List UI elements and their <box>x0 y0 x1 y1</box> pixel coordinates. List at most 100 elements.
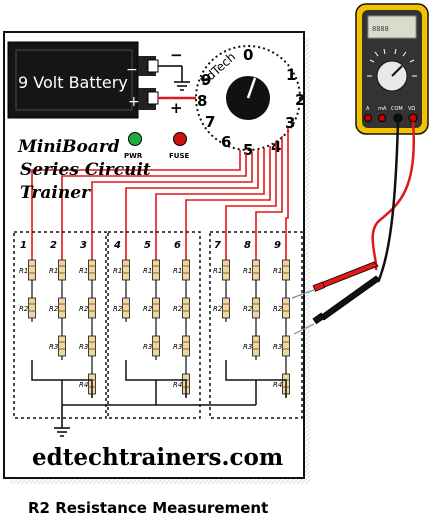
resistor-label: R1 <box>19 267 28 275</box>
meter-jack-com-label: COM <box>391 106 403 112</box>
resistor-label: R1 <box>273 267 282 275</box>
resistor <box>58 297 66 319</box>
red-wire <box>125 150 259 262</box>
column-number: 6 <box>174 240 181 251</box>
red-wire <box>225 142 277 262</box>
column-number: 3 <box>80 240 87 251</box>
resistor <box>282 297 290 319</box>
resistor <box>28 297 36 319</box>
resistor <box>222 259 230 281</box>
meter-jack-com <box>393 113 403 123</box>
resistor-label: R1 <box>143 267 152 275</box>
resistor <box>182 259 190 281</box>
column-number: 4 <box>113 240 121 251</box>
dial-number: 2 <box>295 91 305 109</box>
meter-jack-vohm-label: VΩ <box>408 106 415 112</box>
ground-symbol-top <box>158 65 190 91</box>
resistor <box>88 297 96 319</box>
meter-lcd-digits: 8888 <box>372 25 389 33</box>
resistor-label: R2 <box>49 305 59 313</box>
resistor <box>252 335 260 357</box>
meter-display <box>367 15 417 39</box>
resistor-label: R1 <box>213 267 222 275</box>
red-wire <box>185 146 271 262</box>
red-wires <box>31 128 289 262</box>
resistor-label: R1 <box>243 267 252 275</box>
dial-number: 3 <box>285 114 295 132</box>
red-wire <box>155 148 265 262</box>
battery-label: 9 Volt Battery <box>18 73 128 92</box>
fuse-led-label: FUSE <box>169 152 190 160</box>
resistor-label: R3 <box>273 343 282 351</box>
resistor-label: R2 <box>213 305 223 313</box>
resistor <box>282 259 290 281</box>
resistor-label: R4 <box>173 381 182 389</box>
resistor-label: R2 <box>79 305 89 313</box>
resistor-label: R1 <box>113 267 122 275</box>
dial-number: 5 <box>243 141 253 159</box>
meter-scale-marks <box>367 48 417 77</box>
column-number: 2 <box>50 240 57 251</box>
ground-symbol-bottom <box>54 405 70 437</box>
meter-jack-a <box>364 114 372 122</box>
meter-jack-v-ohm <box>408 113 418 123</box>
fuse-led <box>173 132 187 146</box>
title-line1: MiniBoard <box>17 137 120 157</box>
meter-jack-ma <box>378 114 386 122</box>
column-number: 1 <box>20 240 27 251</box>
battery-minus-sign: − <box>126 62 138 78</box>
red-wire <box>91 152 253 262</box>
resistor-label: R2 <box>143 305 153 313</box>
resistor <box>88 335 96 357</box>
resistor-label: R1 <box>79 267 88 275</box>
resistor-label: R3 <box>243 343 252 351</box>
resistor <box>58 259 66 281</box>
dial-number: 7 <box>205 113 215 131</box>
resistor-group-box <box>13 231 107 419</box>
resistor <box>182 297 190 319</box>
resistor <box>152 259 160 281</box>
resistor-label: R2 <box>113 305 123 313</box>
pwr-led-label: PWR <box>124 152 143 160</box>
red-wire <box>255 136 283 262</box>
black-probe-lead <box>376 121 400 283</box>
resistor-label: R3 <box>173 343 182 351</box>
terminal-plus-label: + <box>170 99 183 117</box>
red-wire <box>61 152 247 262</box>
resistor <box>252 297 260 319</box>
red-wire <box>285 128 289 262</box>
meter-jack-ma-label: mA <box>378 106 387 112</box>
red-probe-lead <box>371 121 416 271</box>
terminal-minus-label: − <box>170 46 183 64</box>
pwr-led <box>128 132 142 146</box>
resistor-group-box <box>209 231 303 419</box>
rotary-switch[interactable] <box>195 45 301 151</box>
resistor-label: R4 <box>273 381 282 389</box>
circuit-area: 1R1R22R1R2R33R1R2R3R44R1R25R1R2R36R1R2R3… <box>13 231 303 419</box>
dial-number: 9 <box>201 71 211 89</box>
resistor <box>88 259 96 281</box>
resistor <box>58 335 66 357</box>
meter-jack-a-label: A <box>366 106 370 112</box>
resistor <box>282 335 290 357</box>
battery: 9 Volt Battery − + <box>7 41 159 119</box>
resistor-label: R2 <box>19 305 29 313</box>
dial-number: 8 <box>197 92 207 110</box>
resistor <box>252 259 260 281</box>
caption: R2 Resistance Measurement <box>28 499 268 517</box>
black-probe <box>293 275 381 335</box>
column-number: 9 <box>274 240 281 251</box>
battery-plus-sign: + <box>128 94 140 110</box>
resistor <box>222 297 230 319</box>
resistor-label: R1 <box>49 267 58 275</box>
column-number: 7 <box>214 240 221 251</box>
resistor <box>152 335 160 357</box>
dial-number: 6 <box>221 133 231 151</box>
title-line3: Trainer <box>20 183 91 203</box>
resistor <box>122 259 130 281</box>
column-number: 8 <box>244 240 251 251</box>
resistor <box>152 297 160 319</box>
red-probe <box>291 261 379 299</box>
resistor-label: R2 <box>173 305 183 313</box>
